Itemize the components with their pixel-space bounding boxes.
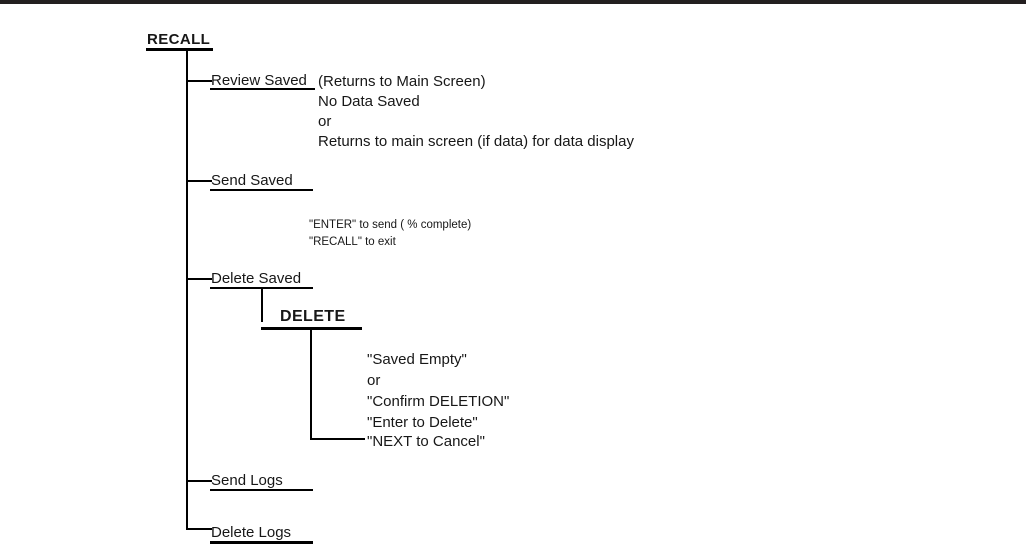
delete-notes-vertical-line bbox=[310, 327, 312, 440]
branch-connector-send-logs bbox=[186, 480, 212, 482]
node-review-saved-underline bbox=[210, 88, 315, 90]
note-review-saved-0: (Returns to Main Screen) bbox=[318, 73, 486, 90]
note-review-saved-2: or bbox=[318, 113, 332, 130]
node-review-saved-label[interactable]: Review Saved bbox=[211, 72, 307, 89]
node-send-logs-label[interactable]: Send Logs bbox=[211, 472, 283, 489]
note-review-saved-1: No Data Saved bbox=[318, 93, 420, 110]
note-send-saved-0: "ENTER" to send ( % complete) bbox=[309, 219, 472, 231]
node-delete-label[interactable]: DELETE bbox=[280, 308, 346, 325]
note-delete-3: "Enter to Delete" bbox=[367, 414, 478, 431]
node-send-saved-label[interactable]: Send Saved bbox=[211, 172, 293, 189]
node-delete-saved-label[interactable]: Delete Saved bbox=[211, 270, 302, 287]
note-delete-1: or bbox=[367, 372, 381, 389]
delete-notes-connector bbox=[310, 438, 365, 440]
node-send-saved-underline bbox=[210, 189, 313, 191]
trunk-vertical-line bbox=[186, 48, 188, 530]
node-recall-label[interactable]: RECALL bbox=[147, 31, 211, 48]
node-delete-logs-label[interactable]: Delete Logs bbox=[211, 524, 292, 541]
note-delete-0: "Saved Empty" bbox=[367, 351, 467, 368]
note-send-saved-1: "RECALL" to exit bbox=[309, 236, 396, 248]
note-delete-4: "NEXT to Cancel" bbox=[367, 433, 485, 450]
branch-connector-delete-logs bbox=[186, 528, 212, 530]
branch-connector-review-saved bbox=[186, 80, 212, 82]
node-delete-logs-underline bbox=[210, 541, 313, 544]
note-delete-2: "Confirm DELETION" bbox=[367, 393, 510, 410]
branch-connector-delete-saved bbox=[186, 278, 212, 280]
node-send-logs-underline bbox=[210, 489, 313, 491]
note-review-saved-3: Returns to main screen (if data) for dat… bbox=[318, 133, 634, 150]
branch-connector-send-saved bbox=[186, 180, 212, 182]
subtrunk-delete-vertical-line bbox=[261, 287, 263, 322]
top-border-rule bbox=[0, 0, 1026, 4]
node-recall-underline bbox=[146, 48, 213, 51]
